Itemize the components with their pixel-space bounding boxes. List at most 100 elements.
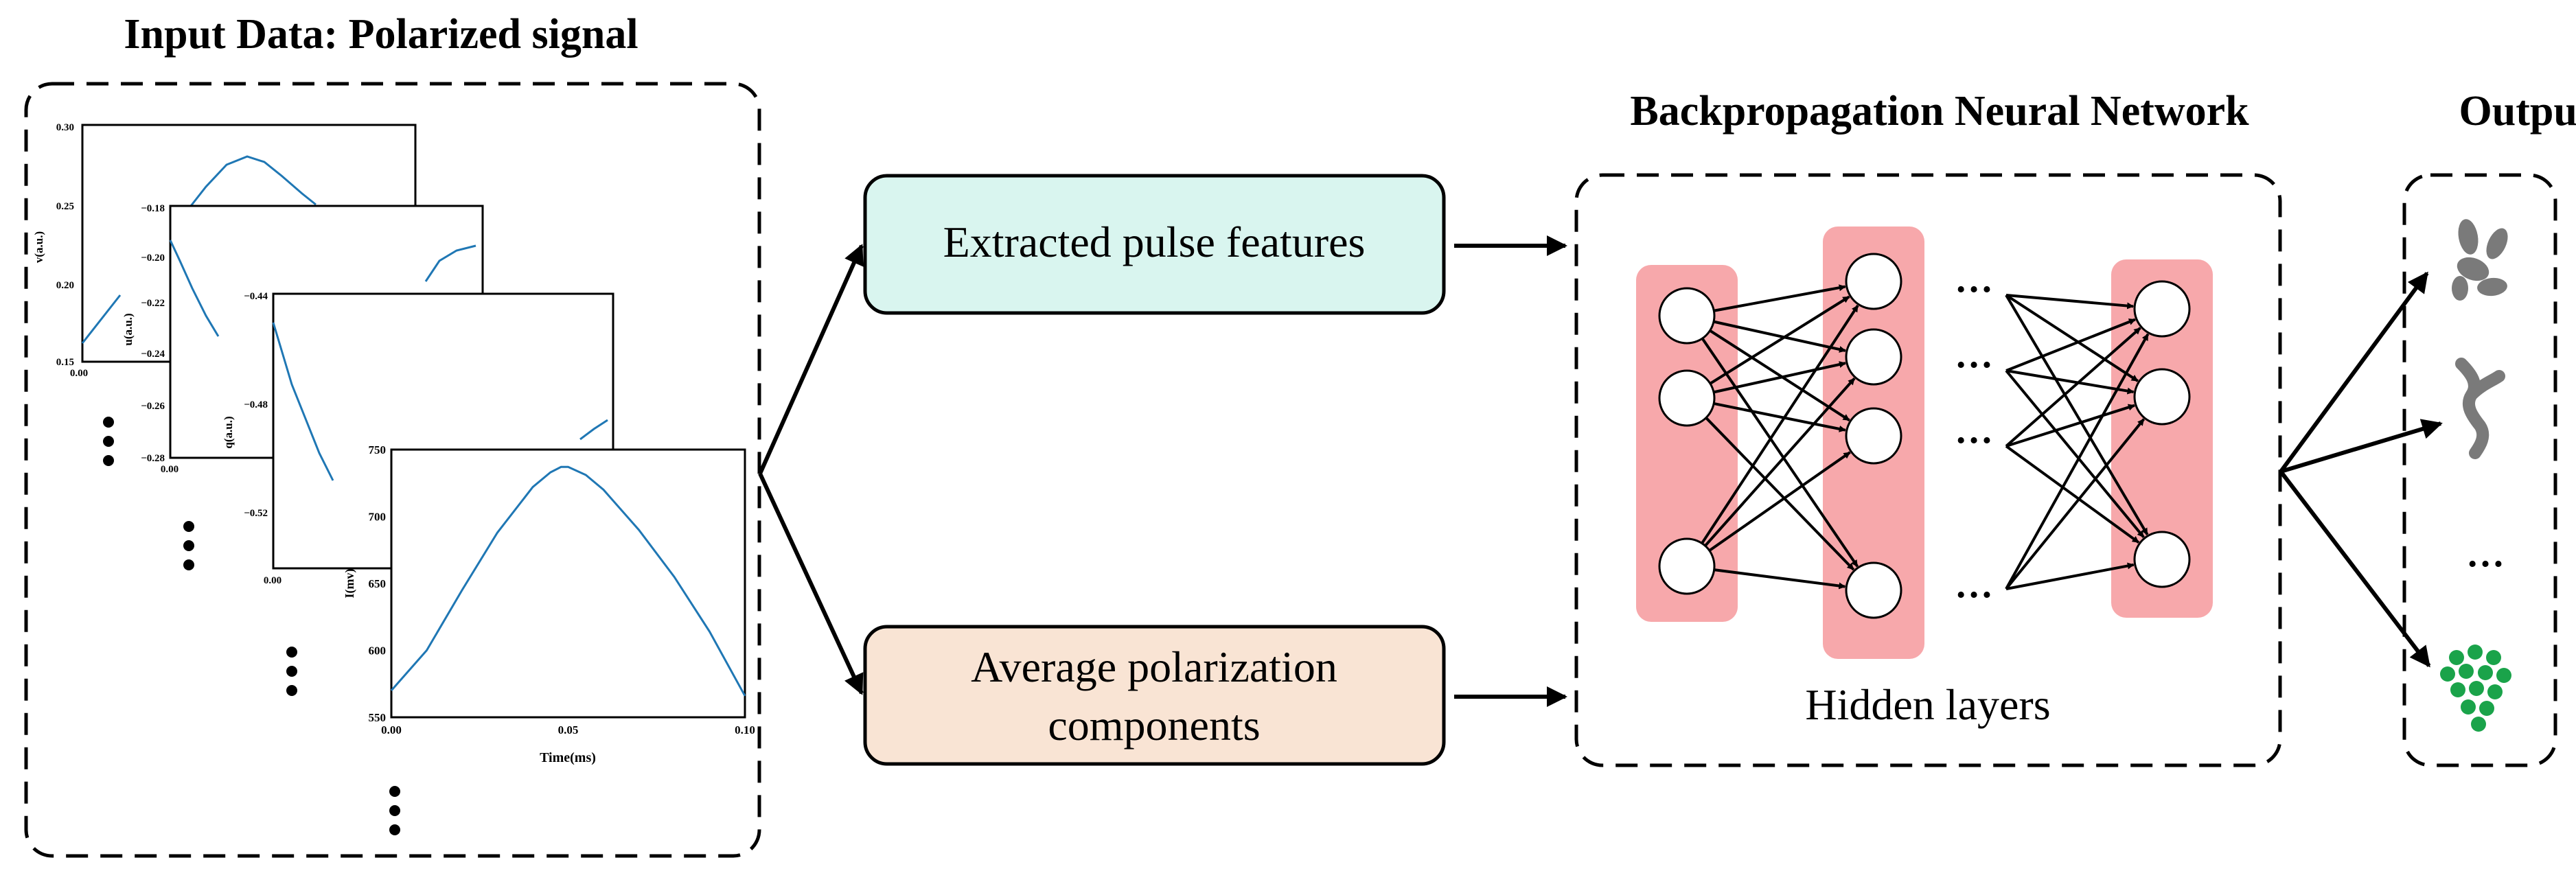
plot-v-xtick: 0.00	[70, 368, 88, 379]
network-edge	[1713, 284, 1846, 312]
plot-I-xtick: 0.10	[735, 723, 755, 736]
network-edge	[1713, 361, 1846, 394]
arrow-to-output-2	[2280, 419, 2443, 474]
avg-label-line2: components	[1048, 701, 1260, 750]
dots-1	[103, 417, 114, 466]
plot-I-xlabel: Time(ms)	[540, 750, 596, 765]
plot-u-xtick: 0.00	[161, 464, 179, 475]
plot-u-tail	[424, 244, 476, 282]
plot-v-ytick: 0.30	[56, 122, 74, 133]
plot-I-frame	[390, 448, 746, 719]
node-hidden	[1845, 253, 1902, 310]
arrow-to-avg	[758, 472, 864, 695]
hidden-ellipsis: …	[1955, 564, 1993, 606]
plot-q-ylabel: q(a.u.)	[222, 416, 235, 448]
plot-I-ytick: 700	[369, 511, 387, 524]
network-edge	[2005, 294, 2135, 310]
network-edge	[1705, 417, 1855, 571]
plot-q-tail	[579, 419, 608, 441]
hidden-ellipsis: …	[1955, 334, 1993, 376]
plot-I-ytick: 600	[369, 645, 387, 658]
plot-I-ytick: 750	[369, 443, 387, 456]
network-edge	[2005, 333, 2150, 590]
network-edge	[1709, 329, 1850, 421]
plot-u-signal	[169, 240, 220, 337]
hidden-ellipsis: …	[1955, 409, 1993, 452]
hidden-ellipsis: …	[1955, 258, 1993, 301]
network-title: Backpropagation Neural Network	[1630, 88, 2249, 135]
arrow-to-output-3	[2279, 470, 2431, 668]
stack-dots	[103, 417, 400, 835]
network-edge	[1709, 295, 1850, 385]
network-edge	[1708, 451, 1851, 552]
plot-I-ylabel: I(mv)	[343, 569, 357, 599]
output-ellipsis: …	[2466, 533, 2505, 575]
node-input	[1658, 537, 1716, 595]
plot-u-ytick: −0.26	[141, 401, 165, 412]
plot-v-ylabel: v(a.u.)	[32, 231, 45, 263]
network-edge	[1701, 337, 1859, 568]
plot-u-ytick: −0.20	[141, 253, 165, 264]
network-edge	[2005, 294, 2139, 382]
node-output	[2133, 368, 2191, 426]
plot-I-ytick: 550	[369, 711, 387, 724]
plot-I-xtick: 0.00	[381, 723, 402, 736]
network-edge	[1713, 402, 1846, 432]
plot-q-ytick: −0.48	[244, 399, 268, 410]
input-title: Input Data: Polarized signal	[124, 11, 638, 58]
node-hidden	[1845, 328, 1902, 386]
node-output	[2133, 280, 2191, 338]
network-edge	[1713, 320, 1846, 353]
dots-2	[183, 521, 194, 570]
plot-u-ytick: −0.22	[141, 298, 165, 309]
network-edge	[2005, 369, 2145, 538]
plot-q-ytick: −0.44	[244, 291, 268, 302]
output-title: Output	[2459, 88, 2576, 135]
network-edge	[2005, 562, 2135, 590]
network-edge	[1714, 568, 1846, 590]
plot-I: 750 700 650 600 550 0.00 0.05 0.10 I(mv) Time(…	[343, 443, 755, 765]
hidden-ellipses: … … … …	[1955, 258, 1993, 606]
node-hidden	[1845, 407, 1902, 465]
plot-v-ytick: 0.15	[56, 357, 74, 368]
features-box	[863, 174, 1446, 315]
plot-v-ytick: 0.20	[56, 280, 74, 291]
plot-I-series-line	[390, 465, 746, 697]
input-panel	[24, 82, 761, 858]
filament-bacteria-icon	[2455, 358, 2505, 459]
network-edge	[1701, 305, 1859, 544]
arrow-to-output-1	[2279, 271, 2429, 473]
network-edge	[2005, 369, 2135, 395]
output-panel	[2402, 173, 2557, 767]
network-edge	[2005, 294, 2149, 535]
network-edge	[2005, 327, 2141, 448]
hidden-layers-label: Hidden layers	[1805, 680, 2050, 729]
dots-4	[389, 786, 400, 835]
plot-q-signal	[272, 322, 334, 481]
plot-I-xtick: 0.05	[558, 723, 579, 736]
network-nodes	[1658, 253, 2191, 619]
network-edge	[1704, 378, 1856, 547]
plot-I-ytick: 650	[369, 577, 387, 590]
node-input	[1658, 287, 1716, 345]
avg-label-line1: Average polarization	[971, 642, 1337, 691]
dots-3	[286, 647, 297, 696]
plot-q-xtick: 0.00	[264, 575, 281, 586]
rod-bacteria-icon	[2452, 219, 2508, 301]
arrow-to-features	[758, 244, 864, 475]
plot-v-signal	[81, 294, 122, 344]
network-edge	[2005, 418, 2146, 590]
plot-u-ytick: −0.18	[141, 203, 165, 214]
plot-u-ytick: −0.24	[141, 349, 165, 360]
plot-q-ytick: −0.52	[244, 508, 268, 519]
cocci-cluster-icon	[2440, 645, 2511, 732]
plot-v-peak	[189, 155, 317, 207]
network-edge	[2005, 318, 2136, 372]
plot-u-ylabel: u(a.u.)	[122, 313, 135, 345]
node-hidden	[1845, 561, 1902, 619]
plot-v-ytick: 0.25	[56, 201, 74, 212]
network-edge	[2005, 445, 2140, 544]
plot-u-ytick: −0.28	[141, 453, 165, 464]
avg-box	[863, 625, 1446, 766]
